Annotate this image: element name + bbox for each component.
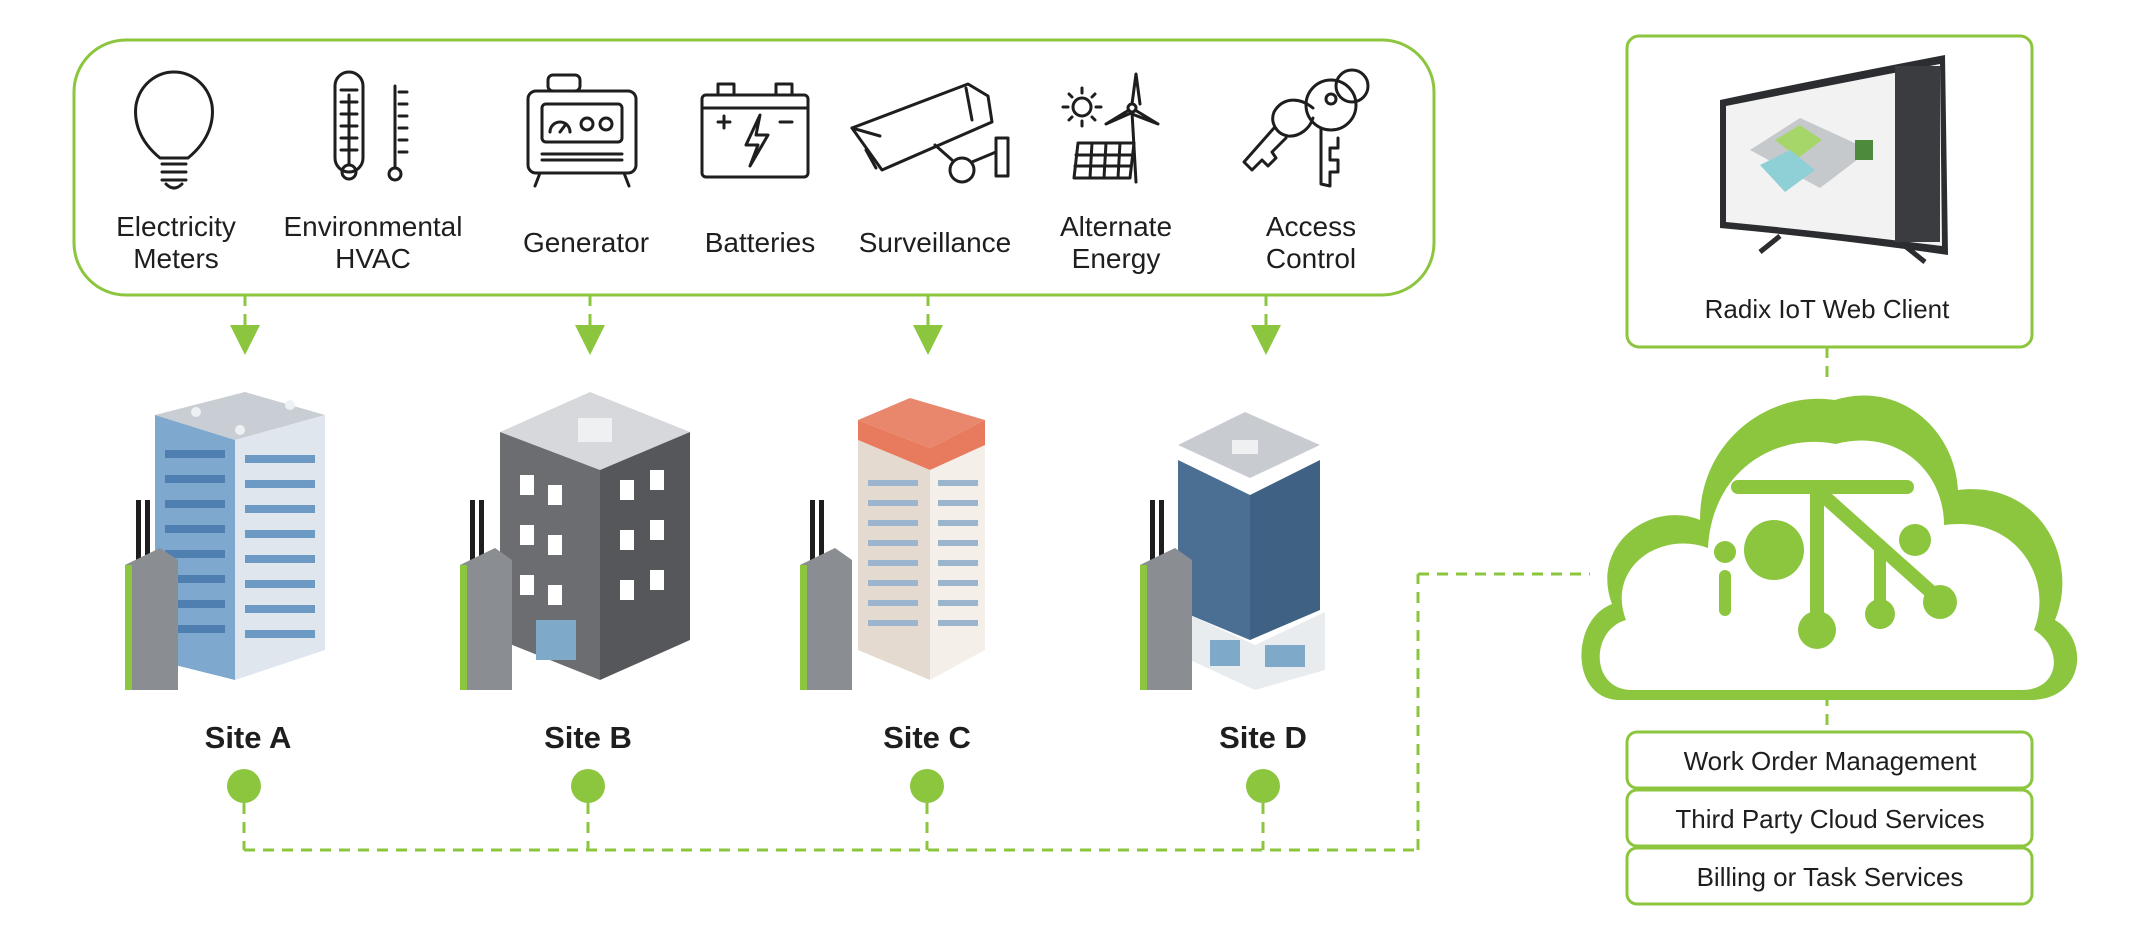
site-b-building [460,392,690,690]
site-c-building [800,398,985,690]
site-a-node [227,769,261,803]
sensor-group-box [72,38,1436,297]
network-lines [242,347,1829,852]
web-client-box [1625,34,2034,349]
service-label: Work Order Management [1684,746,1978,776]
site-dots [227,769,1280,803]
site-d-building [1140,412,1325,690]
sensor-label: Surveillance [859,227,1012,258]
sensor-label: Environmental [284,211,463,242]
iot-logo-icon [1714,480,1957,649]
thermometer-icon [333,70,409,182]
service-box-work-order [1625,730,2034,790]
site-a-building [125,392,325,690]
services-list: Work Order Management Third Party Cloud … [1625,730,2034,906]
site-d-node [1246,769,1280,803]
service-box-billing [1625,846,2034,906]
wind-solar-icon [1061,72,1160,184]
site-labels: Site A Site B Site C Site D [205,720,1307,755]
keys-icon [1242,68,1370,188]
site-label: Site C [883,720,971,755]
sensor-label: Alternate [1060,211,1172,242]
site-label: Site B [544,720,632,755]
sensor-label: Access [1266,211,1356,242]
site-b-node [571,769,605,803]
sensor-label: Meters [133,243,219,274]
iot-cloud [1581,395,2078,700]
monitor-icon [1720,55,1948,264]
web-client-label: Radix IoT Web Client [1705,294,1950,324]
web-client-panel: Radix IoT Web Client [1625,34,2034,349]
site-c-node [910,769,944,803]
sensor-label: Control [1266,243,1356,274]
generator-icon [526,73,638,188]
sensor-label: Energy [1072,243,1161,274]
sensor-label: Electricity [116,211,236,242]
service-box-third-party [1625,788,2034,848]
lightbulb-icon [134,70,214,190]
battery-icon [700,82,810,179]
down-arrows [230,295,1281,355]
site-label: Site D [1219,720,1307,755]
sensor-label: Batteries [705,227,816,258]
service-label: Third Party Cloud Services [1675,804,1984,834]
security-camera-icon [850,82,1010,184]
site-label: Site A [205,720,292,755]
sensor-label: HVAC [335,243,411,274]
sensor-label: Generator [523,227,649,258]
service-label: Billing or Task Services [1697,862,1964,892]
